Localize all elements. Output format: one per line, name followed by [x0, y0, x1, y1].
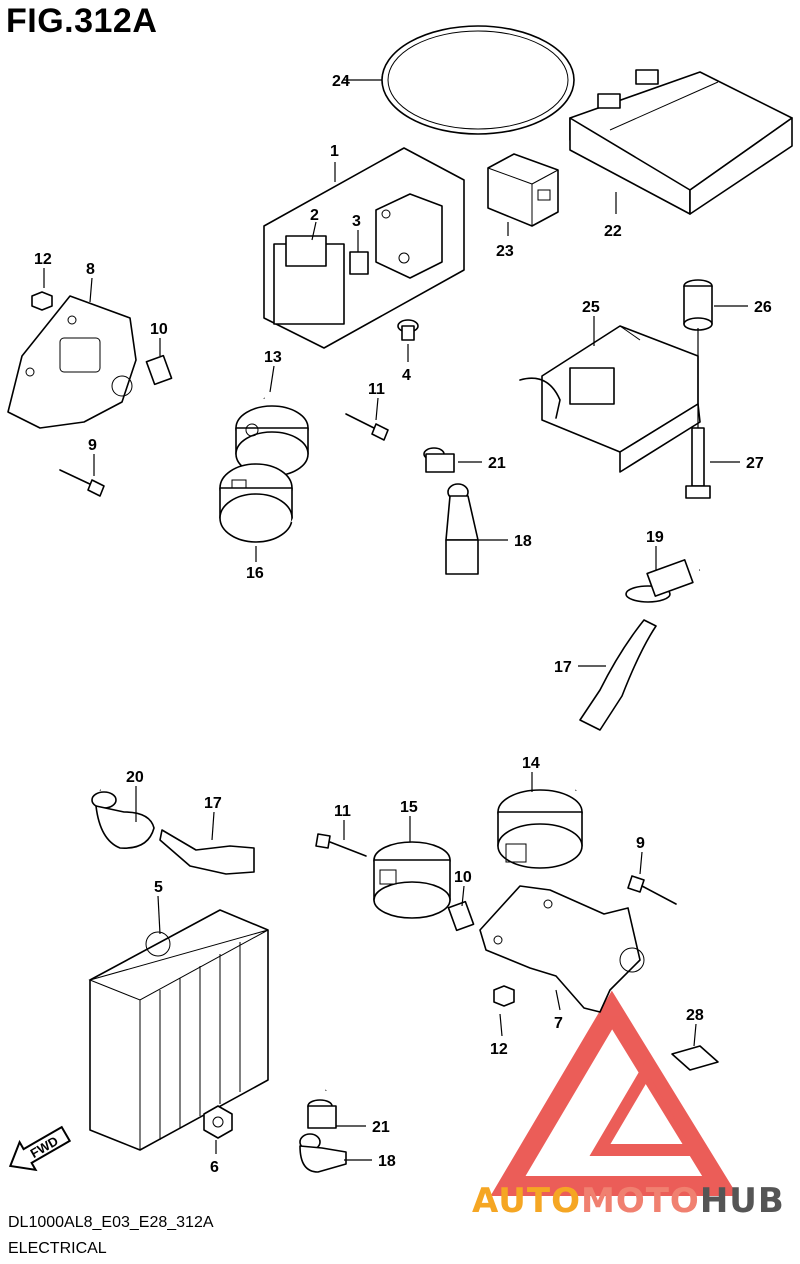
- regulator-5: [88, 909, 269, 1151]
- ignition-coil-15: [373, 841, 451, 919]
- cap-19: [625, 559, 694, 603]
- callout-13: 13: [264, 349, 282, 366]
- figure-section: ELECTRICAL: [8, 1240, 107, 1257]
- cap-21-lower: [307, 1099, 337, 1129]
- screw-4: [397, 319, 419, 341]
- callout-8: 8: [86, 261, 95, 278]
- callout-17a: 17: [204, 795, 222, 812]
- callout-24: 24: [332, 73, 350, 90]
- band-24: [381, 25, 575, 135]
- watermark-logo-icon: [490, 990, 738, 1196]
- figure-title: FIG.312A: [6, 2, 158, 40]
- plug-cap-17-right: [579, 619, 657, 731]
- callout-25: 25: [582, 299, 600, 316]
- nut-12-top: [31, 291, 53, 311]
- plug-cap-17-left: [159, 829, 255, 875]
- fuse-box-assembly-1: [263, 147, 465, 349]
- callout-20: 20: [126, 769, 144, 786]
- callout-28: 28: [686, 1007, 704, 1024]
- bolt-27: [685, 427, 711, 499]
- ignition-coil-14: [497, 789, 583, 869]
- collar-10-lower: [447, 900, 475, 932]
- plug-cap-18-lower: [299, 1133, 347, 1173]
- callout-21b: 21: [372, 1119, 390, 1136]
- plug-cap-18-top: [445, 483, 479, 575]
- bolt-9-right: [627, 875, 677, 905]
- figure-code: DL1000AL8_E03_E28_312A: [8, 1214, 214, 1231]
- callout-16: 16: [246, 565, 264, 582]
- nut-6: [203, 1105, 233, 1139]
- callout-10b: 10: [454, 869, 472, 886]
- callout-2: 2: [310, 207, 319, 224]
- callout-26: 26: [754, 299, 772, 316]
- callout-7: 7: [554, 1015, 563, 1032]
- collar-10-top: [145, 354, 173, 386]
- callout-21a: 21: [488, 455, 506, 472]
- watermark-hub: HUB: [700, 1181, 785, 1221]
- callout-14: 14: [522, 755, 540, 772]
- callout-3: 3: [352, 213, 361, 230]
- callout-12b: 12: [490, 1041, 508, 1058]
- ignition-coil-16: [219, 463, 293, 543]
- callout-6: 6: [210, 1159, 219, 1176]
- watermark-text: AUTOMOTOHUB: [472, 1181, 785, 1221]
- bolt-11-top: [345, 413, 389, 441]
- callout-22: 22: [604, 223, 622, 240]
- callout-23: 23: [496, 243, 514, 260]
- callout-18b: 18: [378, 1153, 396, 1170]
- callout-11a: 11: [368, 381, 385, 398]
- callout-17b: 17: [554, 659, 572, 676]
- callout-15: 15: [400, 799, 418, 816]
- callout-19: 19: [646, 529, 664, 546]
- nut-12-lower: [493, 985, 515, 1007]
- callout-10a: 10: [150, 321, 168, 338]
- callout-11b: 11: [334, 803, 351, 820]
- watermark-auto: AUTO: [472, 1181, 581, 1221]
- bracket-8: [7, 295, 137, 429]
- fwd-arrow-icon: FWD: [8, 1125, 72, 1172]
- callout-5: 5: [154, 879, 163, 896]
- callout-12a: 12: [34, 251, 52, 268]
- bolt-11-lower: [315, 833, 367, 857]
- pad-28: [671, 1045, 719, 1071]
- callout-9b: 9: [636, 835, 645, 852]
- cap-21-top: [423, 447, 455, 473]
- cap-20: [91, 791, 155, 849]
- callout-18a: 18: [514, 533, 532, 550]
- callout-4: 4: [402, 367, 411, 384]
- collar-26: [683, 279, 713, 331]
- callouts: 1 2 3 4 5 6 7 8 9 9 10 10 11 11 12 12 13…: [34, 73, 772, 1176]
- callout-9a: 9: [88, 437, 97, 454]
- leader-lines: [43, 79, 748, 1161]
- relay-23: [487, 153, 559, 227]
- bracket-7: [479, 885, 645, 1013]
- control-unit-25: [519, 325, 701, 473]
- ecm-22: [569, 69, 793, 215]
- bolt-9-left: [59, 469, 105, 497]
- watermark-moto: MOTO: [581, 1181, 700, 1221]
- callout-1: 1: [330, 143, 339, 160]
- callout-27: 27: [746, 455, 764, 472]
